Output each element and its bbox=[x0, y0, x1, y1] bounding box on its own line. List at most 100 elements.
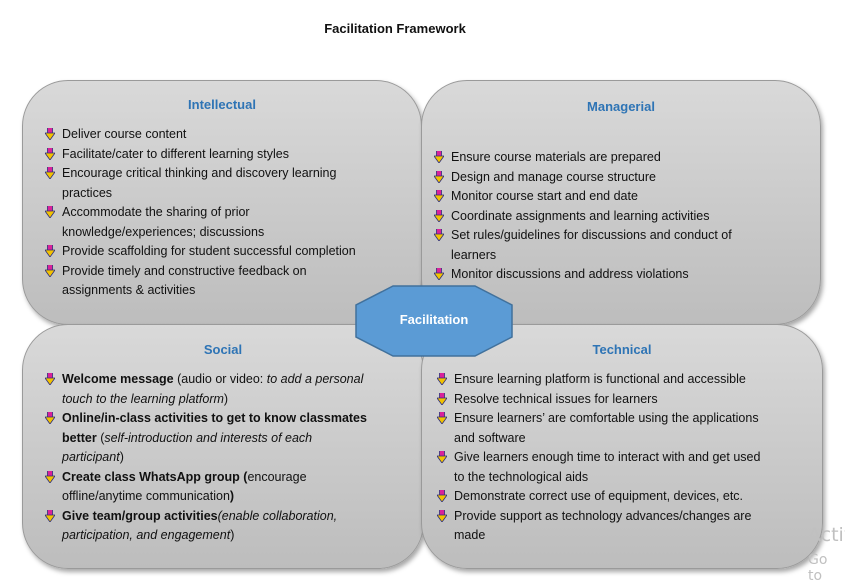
item-line: learners bbox=[451, 247, 497, 262]
list-item: Set rules/guidelines for discussions and… bbox=[432, 226, 817, 265]
arrow-down-bullet-icon bbox=[45, 412, 55, 424]
item-line: Provide timely and constructive feedback… bbox=[62, 263, 307, 278]
item-line: Ensure course materials are prepared bbox=[451, 150, 661, 164]
item-line: Give learners enough time to interact wi… bbox=[454, 450, 761, 464]
item-line: better (self-introduction and interests … bbox=[62, 429, 418, 449]
item-line: to the technological aids bbox=[454, 469, 589, 484]
arrow-down-bullet-icon bbox=[434, 170, 444, 183]
item-line: Monitor course start and end date bbox=[451, 189, 638, 203]
item-text-segment: Online/in-class activities to get to kno… bbox=[62, 411, 367, 425]
item-line: assignments & activities bbox=[62, 283, 196, 297]
item-line: Encourage critical thinking and discover… bbox=[62, 166, 337, 180]
item-line: Monitor discussions and address violatio… bbox=[451, 267, 689, 281]
list-item: Coordinate assignments and learning acti… bbox=[432, 207, 817, 227]
arrow-down-bullet-icon bbox=[437, 451, 447, 463]
item-text-segment: Create class WhatsApp group ( bbox=[62, 469, 248, 484]
list-item: Give team/group activities(enable collab… bbox=[43, 507, 418, 546]
item-text-segment: ( bbox=[96, 430, 105, 445]
item-text-segment: ) bbox=[223, 391, 229, 406]
social-quadrant: Social Welcome message (audio or video: … bbox=[22, 324, 424, 569]
item-text-segment: (audio or video: bbox=[173, 372, 267, 386]
arrow-down-bullet-icon bbox=[45, 470, 55, 483]
item-text-segment: ) bbox=[229, 489, 235, 503]
list-item: Welcome message (audio or video: to add … bbox=[43, 370, 418, 409]
arrow-down-bullet-icon bbox=[437, 509, 447, 522]
arrow-down-bullet-icon bbox=[45, 147, 55, 160]
item-line: Set rules/guidelines for discussions and… bbox=[451, 228, 732, 242]
technical-list: Ensure learning platform is functional a… bbox=[435, 370, 820, 546]
item-line: Design and manage course structure bbox=[451, 169, 656, 184]
item-line: knowledge/experiences; discussions bbox=[62, 224, 265, 239]
item-text-segment: (enable collaboration, bbox=[217, 508, 338, 523]
center-octagon bbox=[355, 285, 513, 357]
list-item: Design and manage course structure bbox=[432, 168, 817, 188]
item-line: Online/in-class activities to get to kno… bbox=[62, 409, 418, 429]
item-text-segment: participation, and engagement bbox=[62, 528, 231, 542]
list-item: Provide timely and constructive feedback… bbox=[43, 262, 415, 301]
item-text-segment: touch to the learning platform bbox=[62, 391, 224, 406]
item-line: Create class WhatsApp group (encourage bbox=[62, 468, 418, 488]
arrow-down-bullet-icon bbox=[434, 209, 444, 222]
list-item: Online/in-class activities to get to kno… bbox=[43, 409, 418, 468]
item-text-segment: better bbox=[62, 430, 97, 445]
arrow-down-bullet-icon bbox=[45, 264, 55, 277]
item-line: Demonstrate correct use of equipment, de… bbox=[454, 489, 744, 503]
intellectual-heading: Intellectual bbox=[188, 97, 256, 112]
list-item: Encourage critical thinking and discover… bbox=[43, 164, 415, 203]
item-text-segment: encourage bbox=[247, 469, 307, 484]
arrow-down-bullet-icon bbox=[437, 412, 447, 424]
item-line: offline/anytime communication) bbox=[62, 487, 418, 507]
social-heading: Social bbox=[203, 342, 243, 357]
list-item: Ensure learning platform is functional a… bbox=[435, 370, 820, 390]
octagon-shape bbox=[355, 285, 513, 357]
item-text-segment: to add a personal bbox=[266, 372, 364, 386]
list-item: Resolve technical issues for learners bbox=[435, 390, 820, 410]
item-text-segment: ) bbox=[119, 450, 124, 464]
item-line: Welcome message (audio or video: to add … bbox=[62, 370, 418, 390]
list-item: Deliver course content bbox=[43, 125, 415, 145]
item-line: Ensure learners’ are comfortable using t… bbox=[454, 411, 759, 425]
arrow-down-bullet-icon bbox=[434, 190, 444, 202]
item-text-segment: Give team/group activities bbox=[62, 508, 218, 523]
item-line: Deliver course content bbox=[62, 127, 187, 141]
list-item: Monitor discussions and address violatio… bbox=[432, 265, 817, 285]
list-item: Demonstrate correct use of equipment, de… bbox=[435, 487, 820, 507]
list-item: Provide scaffolding for student successf… bbox=[43, 242, 415, 262]
managerial-heading: Managerial bbox=[587, 99, 655, 114]
item-text-segment: self-introduction and interests of each bbox=[104, 430, 313, 445]
arrow-down-bullet-icon bbox=[45, 128, 55, 140]
arrow-down-bullet-icon bbox=[45, 206, 55, 218]
arrow-down-bullet-icon bbox=[437, 373, 447, 385]
list-item: Provide support as technology advances/c… bbox=[435, 507, 820, 546]
item-line: practices bbox=[62, 185, 113, 200]
item-text-segment: participant bbox=[62, 450, 120, 464]
item-text-segment: Welcome message bbox=[62, 372, 174, 386]
item-line: participation, and engagement) bbox=[62, 526, 418, 546]
item-text-segment: ) bbox=[230, 528, 235, 542]
item-line: made bbox=[454, 528, 486, 542]
item-line: touch to the learning platform) bbox=[62, 390, 418, 410]
item-line: Resolve technical issues for learners bbox=[454, 391, 658, 406]
center-label: Facilitation bbox=[399, 312, 469, 327]
item-line: Facilitate/cater to different learning s… bbox=[62, 146, 289, 161]
item-line: and software bbox=[454, 430, 526, 445]
arrow-down-bullet-icon bbox=[434, 151, 444, 163]
technical-quadrant: Technical Ensure learning platform is fu… bbox=[421, 324, 823, 569]
watermark-line-2: Go to bbox=[808, 552, 828, 584]
list-item: Give learners enough time to interact wi… bbox=[435, 448, 820, 487]
arrow-down-bullet-icon bbox=[45, 509, 55, 522]
item-line: Give team/group activities(enable collab… bbox=[62, 507, 418, 527]
arrow-down-bullet-icon bbox=[434, 268, 444, 280]
arrow-down-bullet-icon bbox=[437, 490, 447, 502]
arrow-down-bullet-icon bbox=[45, 373, 55, 385]
watermark-line-1: Activ bbox=[808, 524, 845, 546]
item-line: Ensure learning platform is functional a… bbox=[454, 372, 746, 386]
page-title: Facilitation Framework bbox=[324, 21, 466, 36]
list-item: Facilitate/cater to different learning s… bbox=[43, 145, 415, 165]
managerial-quadrant: Managerial Ensure course materials are p… bbox=[421, 80, 821, 325]
arrow-down-bullet-icon bbox=[437, 392, 447, 405]
arrow-down-bullet-icon bbox=[45, 245, 55, 257]
